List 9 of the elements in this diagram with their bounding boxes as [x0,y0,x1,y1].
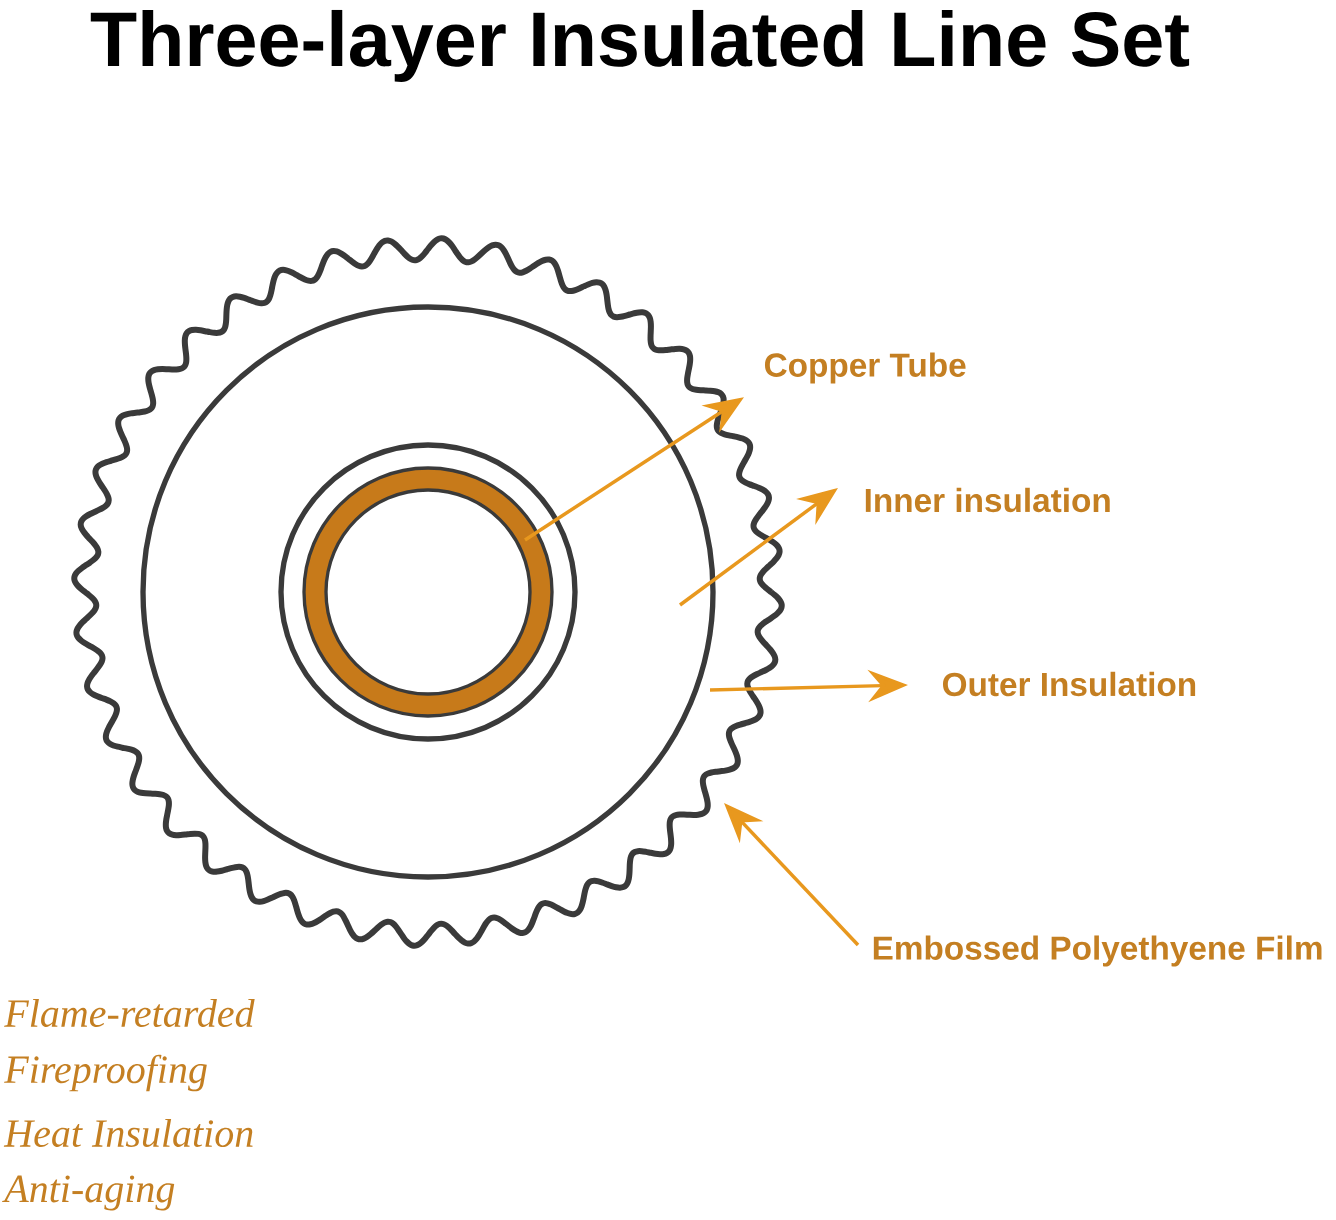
feature-text: Heat Insulation [3,1118,253,1148]
part-label: Embossed Polyethyene Film [873,935,1322,967]
feature-text: Anti-aging [2,1175,175,1211]
part-label: Inner insulation [865,487,1110,513]
part-label: Copper Tube [764,352,966,384]
feature-text: Flame-retarded [4,998,255,1028]
title: Three-layer Insulated Line Set [90,9,1190,83]
feature-text: Fireproofing [4,1054,207,1092]
part-label: Outer Insulation [942,671,1196,697]
